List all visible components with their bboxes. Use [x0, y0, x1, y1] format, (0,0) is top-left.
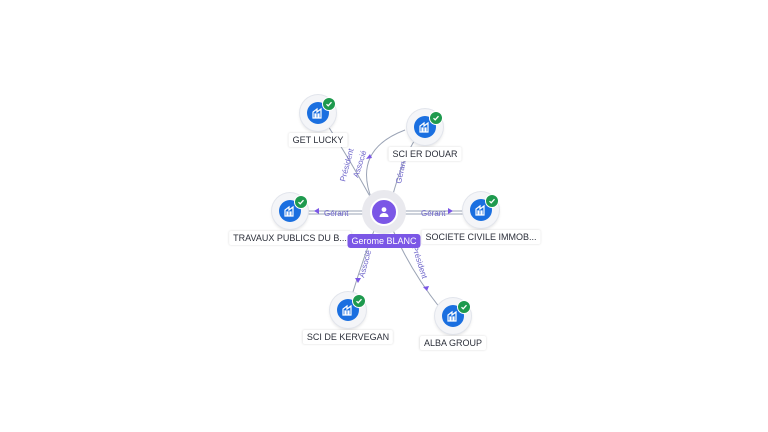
verified-check-icon [429, 111, 443, 125]
edge-label-travaux-publics: Gérant [324, 209, 349, 218]
edge-label-societe-civile: Gérant [421, 209, 446, 218]
person-icon [370, 198, 398, 226]
node-label: GET LUCKY [288, 133, 348, 147]
edge-arrow [448, 208, 453, 214]
verified-check-icon [457, 300, 471, 314]
edge-arrow [355, 278, 361, 283]
edge-arrow [314, 208, 319, 214]
edge-arrow [366, 154, 372, 159]
edge-label-alba-group: Président [410, 245, 429, 281]
edge-label-sci-de-kervegan: Associé [357, 249, 373, 279]
person-name-label: Gerome BLANC [347, 234, 421, 248]
edge-get-lucky [327, 125, 373, 201]
verified-check-icon [322, 97, 336, 111]
edge-arrow [423, 286, 429, 291]
node-label: SCI ER DOUAR [388, 147, 462, 161]
node-label: SCI DE KERVEGAN [302, 330, 394, 344]
node-label: SOCIETE CIVILE IMMOB... [421, 230, 541, 244]
edge-label-sci-er-douar: Gérant [394, 158, 408, 185]
verified-check-icon [485, 194, 499, 208]
verified-check-icon [294, 195, 308, 209]
node-label: TRAVAUX PUBLICS DU B... [229, 231, 351, 245]
verified-check-icon [352, 294, 366, 308]
node-label: ALBA GROUP [419, 336, 487, 350]
edge-sci-er-douar [391, 137, 417, 199]
